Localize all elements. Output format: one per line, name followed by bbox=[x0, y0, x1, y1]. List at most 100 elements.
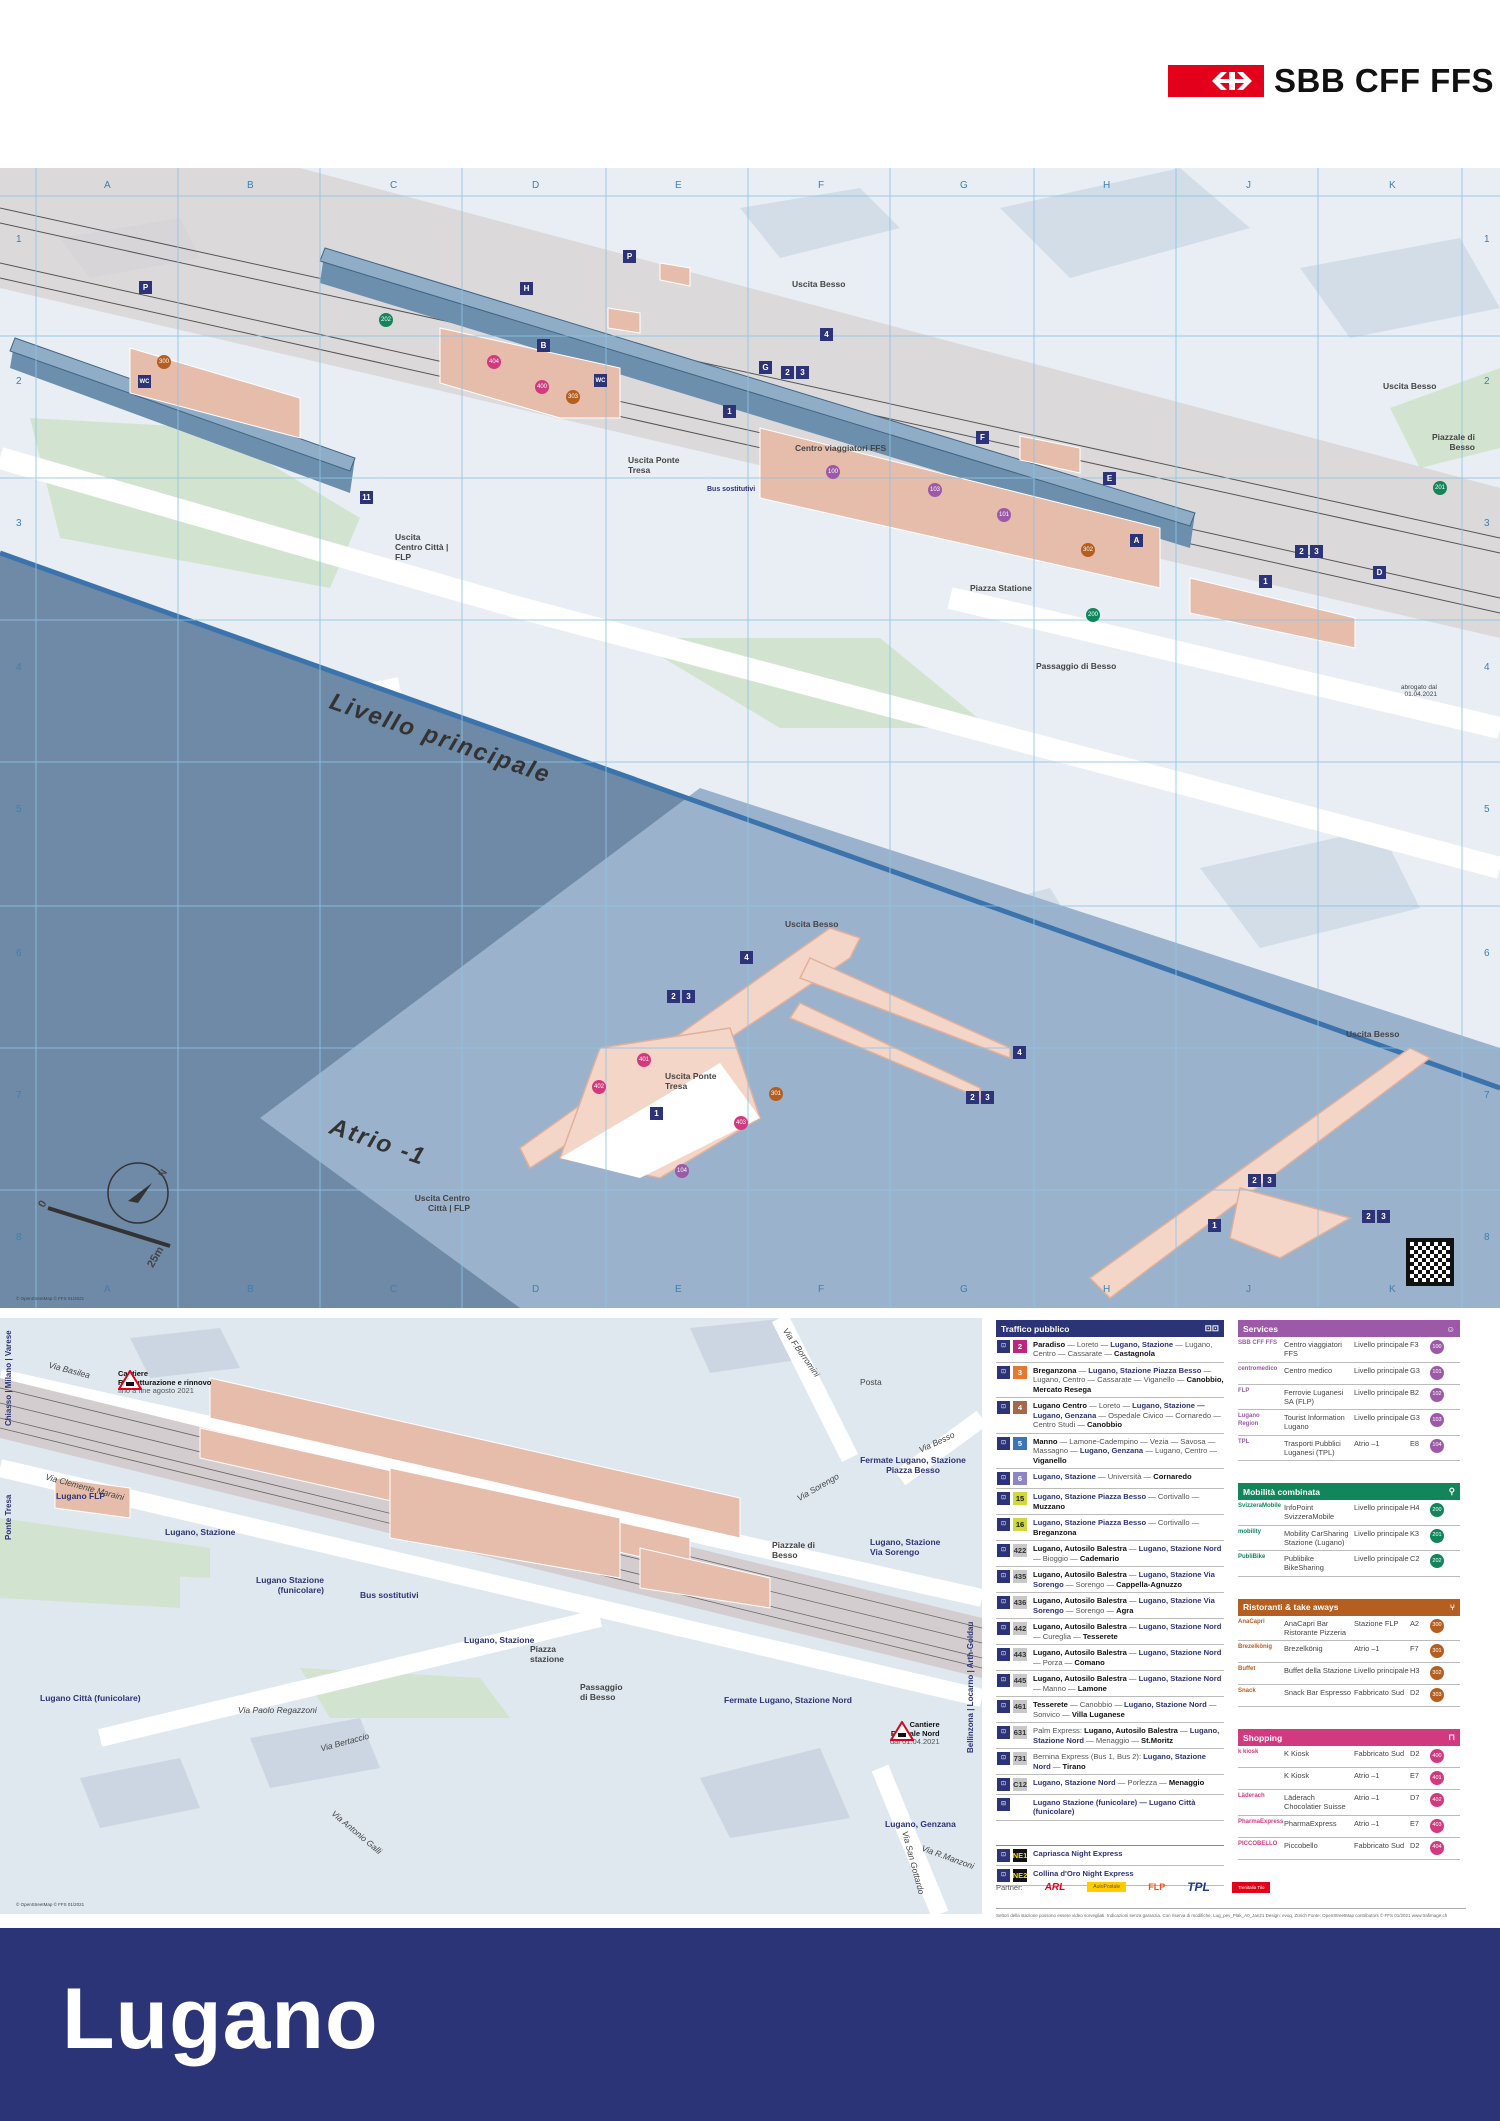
poi-202[interactable]: 202 bbox=[379, 313, 393, 327]
track-3-marker-east[interactable]: 3 bbox=[1310, 545, 1323, 558]
poi-103[interactable]: 103 bbox=[928, 483, 942, 497]
track-3-marker[interactable]: 3 bbox=[796, 366, 809, 379]
atrio-track-3-marker[interactable]: 3 bbox=[682, 990, 695, 1003]
stop-via-sorengo[interactable]: Lugano, Stazione Via Sorengo bbox=[870, 1537, 941, 1557]
track-4-marker[interactable]: 4 bbox=[820, 328, 833, 341]
sector-e-marker[interactable]: E bbox=[1103, 472, 1116, 485]
wc-icon[interactable]: WC bbox=[594, 374, 607, 387]
grid-col-h: H bbox=[1103, 180, 1111, 191]
poi-300[interactable]: 300 bbox=[157, 355, 171, 369]
label-uscita-besso-east: Uscita Besso bbox=[1383, 381, 1437, 391]
bus-icon: ⊡ bbox=[997, 1472, 1010, 1486]
sector-f-marker[interactable]: F bbox=[976, 431, 989, 444]
poi-404[interactable]: 404 bbox=[487, 355, 501, 369]
atrio-track-2-marker-far[interactable]: 2 bbox=[1248, 1174, 1261, 1187]
atrio-track-3-marker-k[interactable]: 3 bbox=[1377, 1210, 1390, 1223]
stop-genzana[interactable]: Lugano, Genzana bbox=[885, 1819, 956, 1829]
track-2-marker[interactable]: 2 bbox=[781, 366, 794, 379]
parking-icon[interactable]: P bbox=[139, 281, 152, 294]
atrio-track-3-marker-east[interactable]: 3 bbox=[981, 1091, 994, 1104]
grid-col-g: G bbox=[960, 180, 968, 191]
transit-line-row[interactable]: ⊟Lugano Stazione (funicolare) — Lugano C… bbox=[996, 1795, 1224, 1821]
atrio-track-3-marker-far[interactable]: 3 bbox=[1263, 1174, 1276, 1187]
stop-lugano-stazione[interactable]: Lugano, Stazione bbox=[464, 1635, 535, 1645]
atrio-track-1-marker-far[interactable]: 1 bbox=[1208, 1219, 1221, 1232]
sector-g-marker[interactable]: G bbox=[759, 361, 772, 374]
grid-col-g-bottom: G bbox=[960, 1284, 968, 1295]
stop-funicolare[interactable]: Lugano Stazione (funicolare) bbox=[256, 1575, 324, 1595]
poi-402[interactable]: 402 bbox=[592, 1080, 606, 1094]
poi-100[interactable]: 100 bbox=[826, 465, 840, 479]
atrio-track-2-marker-k[interactable]: 2 bbox=[1362, 1210, 1375, 1223]
poi-401[interactable]: 401 bbox=[637, 1053, 651, 1067]
sector-h-marker[interactable]: H bbox=[520, 282, 533, 295]
stop-citta-funicolare[interactable]: Lugano Città (funicolare) bbox=[40, 1693, 141, 1703]
poi-104[interactable]: 104 bbox=[675, 1164, 689, 1178]
track-1-marker[interactable]: 1 bbox=[723, 405, 736, 418]
track-2-marker-east[interactable]: 2 bbox=[1295, 545, 1308, 558]
station-main-map[interactable]: A B C D E F G H J K A B C D E F G H J K … bbox=[0, 168, 1500, 1308]
wc-icon[interactable]: WC bbox=[138, 375, 151, 388]
stop-nord[interactable]: Fermate Lugano, Stazione Nord bbox=[724, 1695, 852, 1705]
poi-301[interactable]: 301 bbox=[769, 1087, 783, 1101]
poi-302[interactable]: 302 bbox=[1081, 543, 1095, 557]
poi-200[interactable]: 200 bbox=[1086, 608, 1100, 622]
stop-piazza-besso[interactable]: Fermate Lugano, Stazione Piazza Besso bbox=[860, 1455, 966, 1475]
city-overview-map[interactable]: Chiasso | Milano | Varese Ponte Tresa Be… bbox=[0, 1318, 982, 1914]
poi-101[interactable]: 101 bbox=[997, 508, 1011, 522]
poi-303[interactable]: 303 bbox=[566, 390, 580, 404]
track-1-marker-east[interactable]: 1 bbox=[1259, 575, 1272, 588]
stop-bus-sostitutivi[interactable]: Bus sostitutivi bbox=[360, 1590, 419, 1600]
atrio-track-2-marker-east[interactable]: 2 bbox=[966, 1091, 979, 1104]
poi-400[interactable]: 400 bbox=[535, 380, 549, 394]
sector-b-marker[interactable]: B bbox=[537, 339, 550, 352]
sector-a-marker[interactable]: A bbox=[1130, 534, 1143, 547]
track-11-marker[interactable]: 11 bbox=[360, 491, 373, 504]
poi-201[interactable]: 201 bbox=[1433, 481, 1447, 495]
atrio-track-4-marker-east[interactable]: 4 bbox=[1013, 1046, 1026, 1059]
atrio-track-1-marker[interactable]: 1 bbox=[650, 1107, 663, 1120]
parking-icon[interactable]: P bbox=[623, 250, 636, 263]
sector-d-marker[interactable]: D bbox=[1373, 566, 1386, 579]
stop-lugano-stazione-west[interactable]: Lugano, Stazione bbox=[165, 1527, 236, 1537]
atrio-track-4-marker[interactable]: 4 bbox=[740, 951, 753, 964]
poi-403[interactable]: 403 bbox=[734, 1116, 748, 1130]
qr-code[interactable] bbox=[1406, 1238, 1454, 1286]
atrio-track-2-marker[interactable]: 2 bbox=[667, 990, 680, 1003]
